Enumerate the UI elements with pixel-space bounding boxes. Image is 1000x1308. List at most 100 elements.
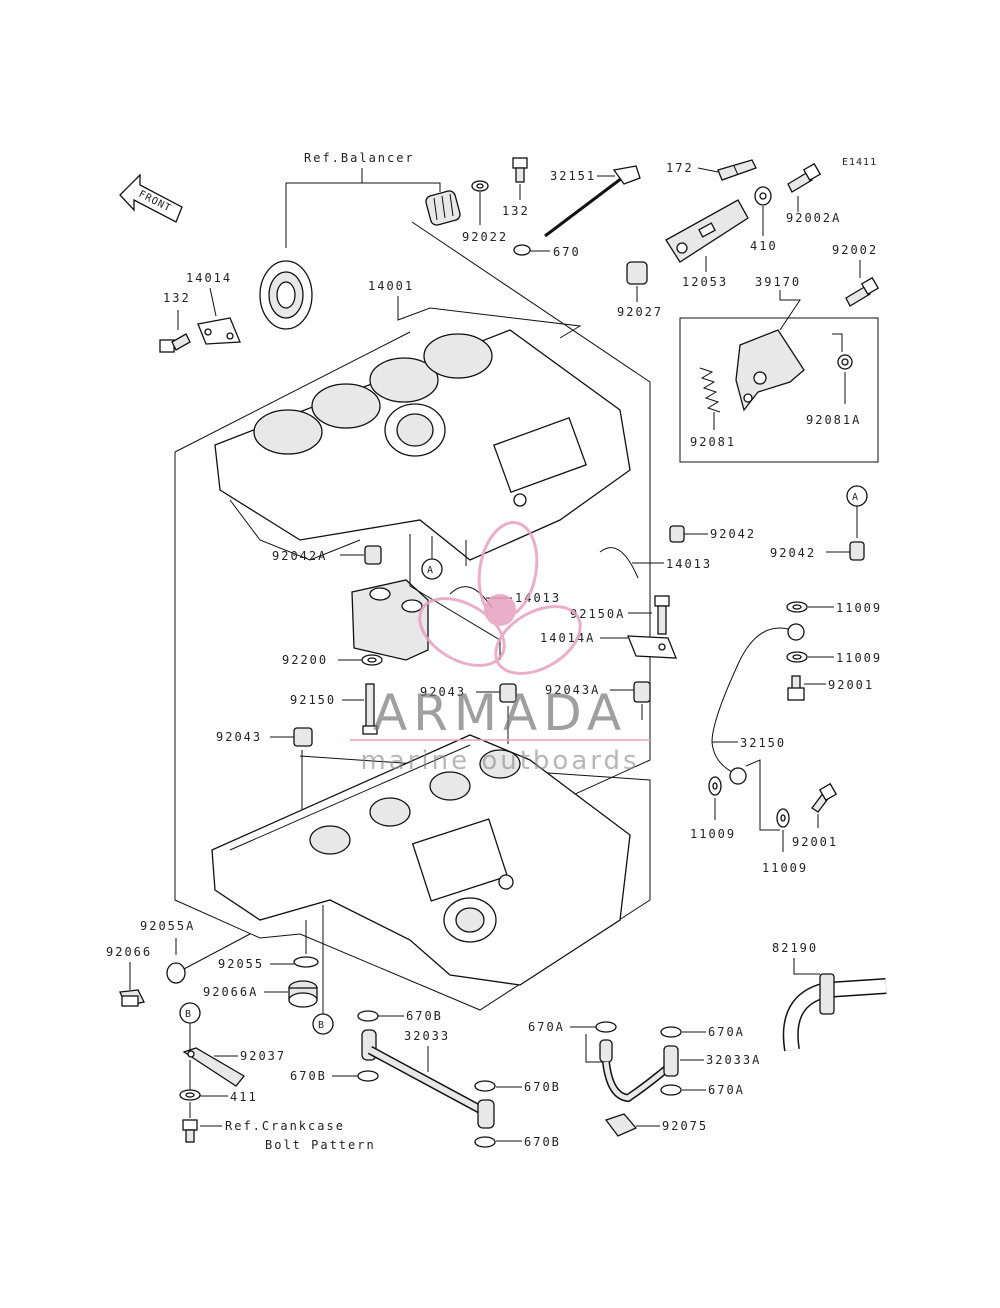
washer-92200 [361, 654, 383, 666]
plug-92066 [119, 989, 145, 1007]
tensioner-assembly-box [679, 317, 879, 463]
bolt-crankcase-ref [182, 1119, 198, 1143]
balancer-needle-bearing [425, 190, 461, 226]
label-11009-b: 11009 [836, 651, 882, 665]
spring-92081 [699, 367, 721, 413]
label-92027: 92027 [617, 305, 663, 319]
label-410: 410 [750, 239, 778, 253]
upper-crankcase-14001 [214, 329, 631, 561]
callout-B-left: B [179, 1002, 201, 1024]
plate-14014 [197, 317, 241, 345]
plug-92066A [288, 980, 318, 1008]
balancer-ball-bearing [259, 260, 313, 330]
hose-82190 [782, 973, 887, 1052]
oring-670B-d [474, 1136, 496, 1148]
washer-92022 [471, 180, 489, 192]
ref-crankcase-label: Ref.Crankcase [225, 1119, 345, 1133]
bolt-92001-a [787, 675, 805, 701]
rod-32151 [544, 165, 641, 238]
watermark-brand: ARMADA [373, 684, 627, 742]
dowel-92042 [849, 541, 865, 561]
label-32151: 32151 [550, 169, 596, 183]
oring-670B-a [357, 1010, 379, 1022]
label-670A-a: 670A [528, 1020, 565, 1034]
oring-92055 [293, 956, 319, 968]
callout-A-mid: A [421, 558, 443, 580]
front-arrow-icon: FRONT [119, 173, 183, 223]
oring-670A-c [660, 1084, 682, 1096]
label-82190: 82190 [772, 941, 818, 955]
oring-670A-b [660, 1026, 682, 1038]
label-11009-d: 11009 [762, 861, 808, 875]
clip-92075 [604, 1113, 638, 1137]
bolt-92002A [787, 162, 822, 193]
label-92081A: 92081A [806, 413, 861, 427]
plate-14014A [627, 635, 677, 659]
dowel-92042A [364, 545, 382, 565]
label-92075: 92075 [662, 1119, 708, 1133]
label-670B-b: 670B [290, 1069, 327, 1083]
washer-11009-d [776, 808, 790, 828]
callout-B-mid: B [312, 1013, 334, 1035]
svg-text:B: B [185, 1009, 192, 1020]
bracket-92037 [182, 1047, 245, 1087]
label-32033A: 32033A [706, 1053, 761, 1067]
washer-11009-b [786, 651, 808, 663]
label-92001-b: 92001 [792, 835, 838, 849]
dowel-92043A [633, 681, 651, 703]
label-14014A: 14014A [540, 631, 595, 645]
label-92043-mid: 92043 [420, 685, 466, 699]
washer-11009-a [786, 601, 808, 613]
washer-411 [179, 1089, 201, 1101]
dowel-92042-right [669, 525, 685, 543]
tensioner-39170 [735, 329, 805, 412]
label-92150: 92150 [290, 693, 336, 707]
bolt-92150A [654, 595, 670, 635]
oil-pipe-32150 [711, 623, 805, 785]
label-14001: 14001 [368, 279, 414, 293]
ref-balancer-label: Ref.Balancer [304, 151, 415, 165]
lower-crankcase [211, 734, 631, 986]
label-92150A: 92150A [570, 607, 625, 621]
arm-12053 [665, 199, 749, 263]
label-92055: 92055 [218, 957, 264, 971]
svg-text:A: A [427, 565, 434, 576]
washer-11009-c [708, 776, 722, 796]
dowel-92043-left [293, 727, 313, 747]
watermark-tagline: marine outboards [360, 746, 639, 776]
shaft-172 [717, 159, 757, 181]
svg-text:B: B [318, 1020, 325, 1031]
bolt-92002 [845, 276, 880, 307]
bolt-92001-b [811, 782, 838, 813]
label-132-left: 132 [163, 291, 191, 305]
label-92200: 92200 [282, 653, 328, 667]
thrust-washer-14013-a [599, 547, 639, 579]
label-670A-b: 670A [708, 1025, 745, 1039]
label-92002A: 92002A [786, 211, 841, 225]
label-411: 411 [230, 1090, 258, 1104]
label-92022: 92022 [462, 230, 508, 244]
label-11009-a: 11009 [836, 601, 882, 615]
label-39170: 39170 [755, 275, 801, 289]
washer-410 [754, 186, 772, 206]
label-14013-a: 14013 [666, 557, 712, 571]
pipe-32033A [599, 1039, 679, 1103]
label-132-top: 132 [502, 204, 530, 218]
oring-670-top [513, 244, 531, 256]
bolt-92150 [362, 683, 378, 735]
label-670-top: 670 [553, 245, 581, 259]
bearing-cap-block [351, 579, 429, 661]
label-92042A: 92042A [272, 549, 327, 563]
label-670B-d: 670B [524, 1135, 561, 1149]
dowel-92043-mid [499, 683, 517, 703]
label-11009-c: 11009 [690, 827, 736, 841]
label-92037: 92037 [240, 1049, 286, 1063]
label-172: 172 [666, 161, 694, 175]
svg-text:A: A [852, 492, 859, 503]
label-92081: 92081 [690, 435, 736, 449]
oring-670B-b [357, 1070, 379, 1082]
label-32033: 32033 [404, 1029, 450, 1043]
label-92042-right: 92042 [710, 527, 756, 541]
